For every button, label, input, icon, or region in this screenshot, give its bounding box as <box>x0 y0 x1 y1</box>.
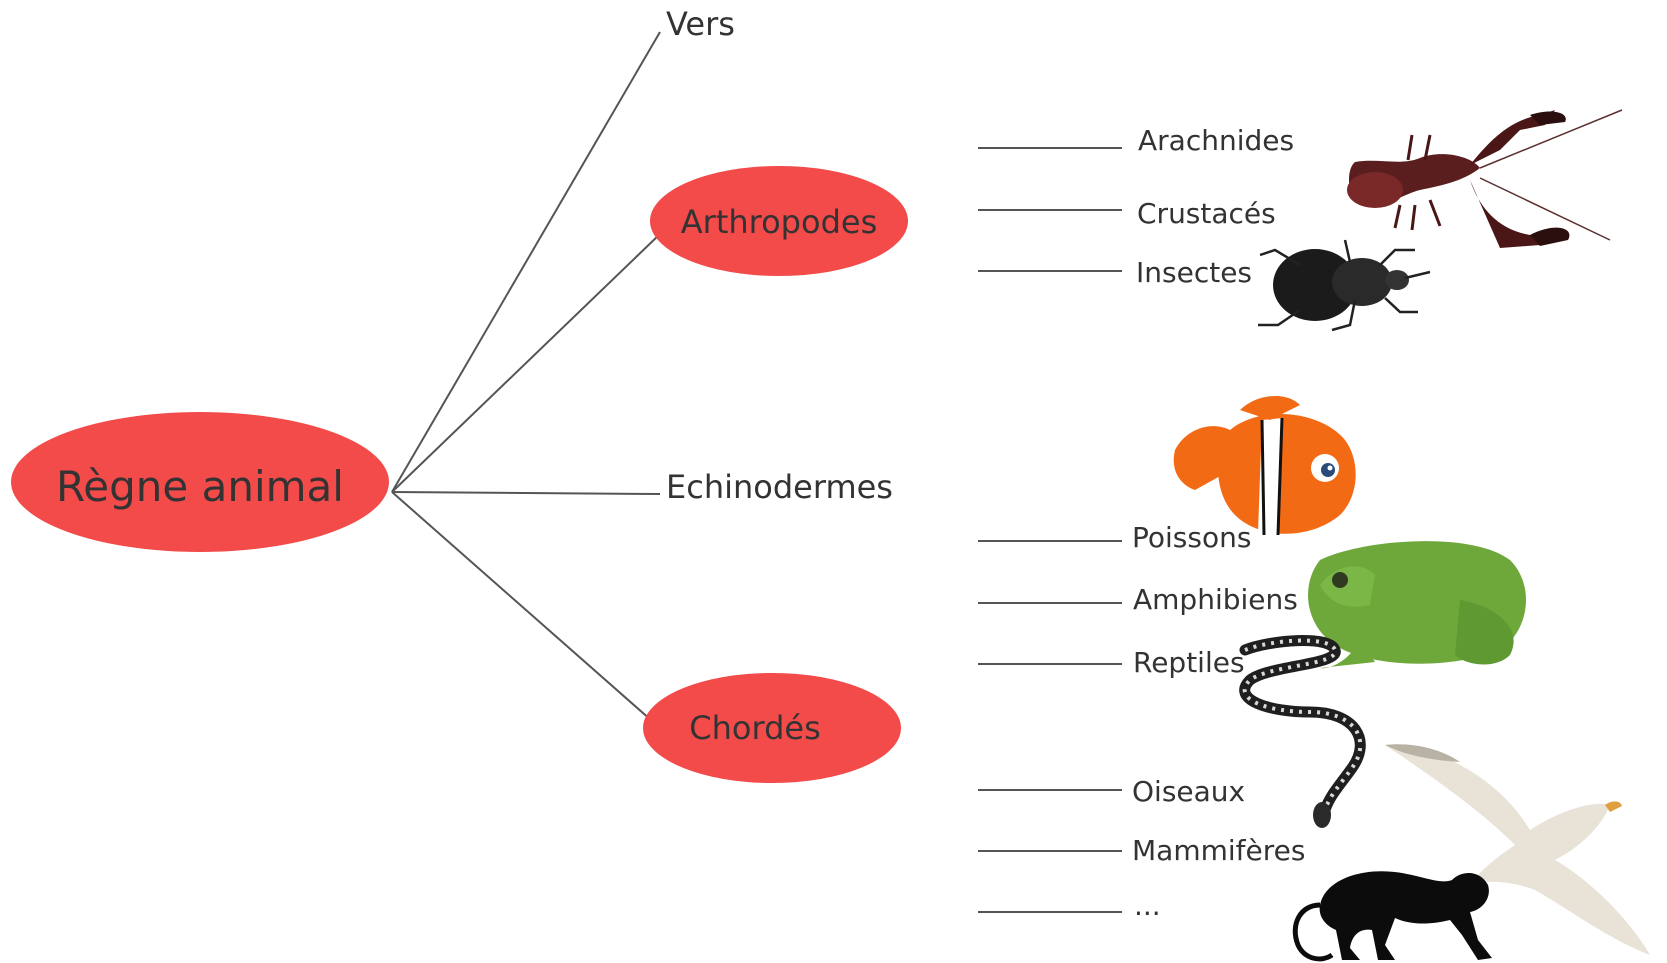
child-crustaces[interactable]: Crustacés <box>1137 197 1276 230</box>
child-amphibiens[interactable]: Amphibiens <box>1133 583 1298 616</box>
child-arachnides[interactable]: Arachnides <box>1138 124 1294 157</box>
root-label: Règne animal <box>56 462 344 511</box>
child-more[interactable]: ... <box>1134 889 1161 922</box>
child-reptiles[interactable]: Reptiles <box>1133 646 1245 679</box>
monkey-silhouette <box>1295 871 1492 960</box>
connector-echinodermes <box>392 492 660 494</box>
chordes-node[interactable]: Chordés <box>643 673 901 783</box>
branch-echinodermes-label[interactable]: Echinodermes <box>666 468 893 506</box>
arthropodes-children: Arachnides Crustacés Insectes <box>978 124 1294 289</box>
connector-arthropodes <box>392 234 660 492</box>
arthropodes-label: Arthropodes <box>681 203 877 241</box>
beetle-image <box>1258 240 1430 330</box>
child-oiseaux[interactable]: Oiseaux <box>1132 775 1245 808</box>
chordes-label: Chordés <box>689 709 820 747</box>
arthropodes-node[interactable]: Arthropodes <box>650 166 908 276</box>
child-mammiferes[interactable]: Mammifères <box>1132 834 1305 867</box>
connector-vers <box>392 32 660 492</box>
chordes-children: Poissons Amphibiens Reptiles Oiseaux Mam… <box>978 521 1305 922</box>
clownfish-image <box>1174 396 1356 535</box>
root-connectors <box>392 32 660 728</box>
frog-image <box>1308 541 1526 668</box>
branch-vers-label[interactable]: Vers <box>666 5 735 43</box>
child-insectes[interactable]: Insectes <box>1136 256 1252 289</box>
child-poissons[interactable]: Poissons <box>1132 521 1251 554</box>
root-node[interactable]: Règne animal <box>11 412 389 552</box>
crayfish-image <box>1347 110 1622 248</box>
snake-image <box>1245 641 1361 828</box>
connector-chordes <box>392 492 660 728</box>
